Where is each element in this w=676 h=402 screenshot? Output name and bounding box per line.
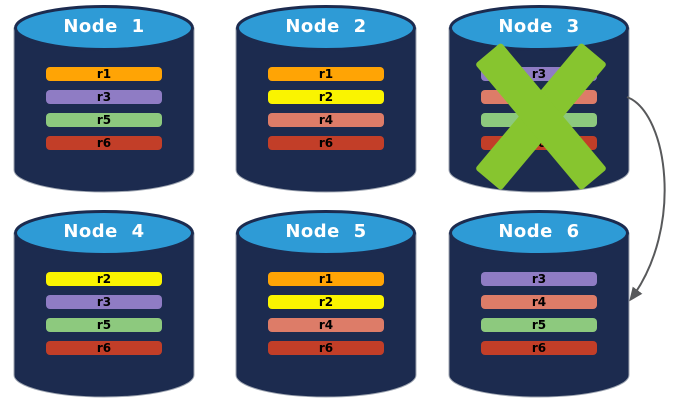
node-title: Node 4 bbox=[63, 221, 145, 242]
replica-bar-r4: r4 bbox=[268, 113, 384, 127]
replica-label: r3 bbox=[96, 90, 112, 104]
cylinder-top bbox=[14, 5, 194, 51]
replica-label: r4 bbox=[318, 318, 334, 332]
cylinder-top bbox=[236, 5, 416, 51]
replica-bar-r6: r6 bbox=[481, 341, 597, 355]
replica-list: r2 r3 r5 r6 bbox=[46, 272, 162, 355]
replica-list: r3 r4 r5 r6 bbox=[481, 272, 597, 355]
replica-label: r1 bbox=[318, 67, 334, 81]
replica-label: r5 bbox=[96, 318, 112, 332]
replica-bar-r1: r1 bbox=[268, 272, 384, 286]
node-title: Node 5 bbox=[285, 221, 367, 242]
replica-bar-r3: r3 bbox=[46, 295, 162, 309]
replica-label: r3 bbox=[531, 67, 547, 81]
replica-bar-r6: r6 bbox=[46, 136, 162, 150]
replica-label: r6 bbox=[96, 341, 112, 355]
node-title: Node 1 bbox=[63, 16, 145, 37]
replica-bar-r2: r2 bbox=[46, 272, 162, 286]
database-node-5: Node 5 r1 r2 r4 r6 bbox=[235, 210, 417, 400]
replica-label: r5 bbox=[531, 318, 547, 332]
cylinder-top bbox=[236, 210, 416, 256]
replica-bar-r1: r1 bbox=[268, 67, 384, 81]
replica-bar-r5: r5 bbox=[481, 318, 597, 332]
failover-arrow-path bbox=[626, 96, 666, 302]
replica-bar-r5: r5 bbox=[46, 113, 162, 127]
replica-label: r4 bbox=[531, 295, 547, 309]
replica-label: r6 bbox=[318, 136, 334, 150]
replica-label: r6 bbox=[531, 341, 547, 355]
replica-bar-r4: r4 bbox=[481, 295, 597, 309]
replica-bar-r6: r6 bbox=[268, 136, 384, 150]
replica-label: r3 bbox=[96, 295, 112, 309]
database-node-2: Node 2 r1 r2 r4 r6 bbox=[235, 5, 417, 195]
replica-label: r1 bbox=[96, 67, 112, 81]
replica-list: r1 r2 r4 r6 bbox=[268, 272, 384, 355]
replica-bar-r1: r1 bbox=[46, 67, 162, 81]
replica-bar-r4: r4 bbox=[268, 318, 384, 332]
replica-bar-r6: r6 bbox=[268, 341, 384, 355]
replica-bar-r3: r3 bbox=[481, 272, 597, 286]
replica-label: r2 bbox=[318, 90, 334, 104]
replica-list: r1 r3 r5 r6 bbox=[46, 67, 162, 150]
database-node-1: Node 1 r1 r3 r5 r6 bbox=[13, 5, 195, 195]
replica-bar-r2: r2 bbox=[268, 295, 384, 309]
replica-bar-r5: r5 bbox=[46, 318, 162, 332]
replica-label: r2 bbox=[318, 295, 334, 309]
database-node-4: Node 4 r2 r3 r5 r6 bbox=[13, 210, 195, 400]
replica-label: r1 bbox=[318, 272, 334, 286]
replica-bar-r3: r3 bbox=[46, 90, 162, 104]
replica-list: r1 r2 r4 r6 bbox=[268, 67, 384, 150]
replica-label: r3 bbox=[531, 272, 547, 286]
replica-label: r4 bbox=[318, 113, 334, 127]
cylinder-top bbox=[449, 5, 629, 51]
node-title: Node 2 bbox=[285, 16, 367, 37]
replica-bar-r6: r6 bbox=[46, 341, 162, 355]
database-node-6: Node 6 r3 r4 r5 r6 bbox=[448, 210, 630, 400]
cylinder-top bbox=[14, 210, 194, 256]
replica-label: r6 bbox=[96, 136, 112, 150]
replica-label: r5 bbox=[96, 113, 112, 127]
replica-bar-r2: r2 bbox=[268, 90, 384, 104]
node-title: Node 3 bbox=[498, 16, 580, 37]
replica-label: r2 bbox=[96, 272, 112, 286]
replica-label: r6 bbox=[318, 341, 334, 355]
node-title: Node 6 bbox=[498, 221, 580, 242]
failure-cross-icon bbox=[448, 5, 630, 195]
